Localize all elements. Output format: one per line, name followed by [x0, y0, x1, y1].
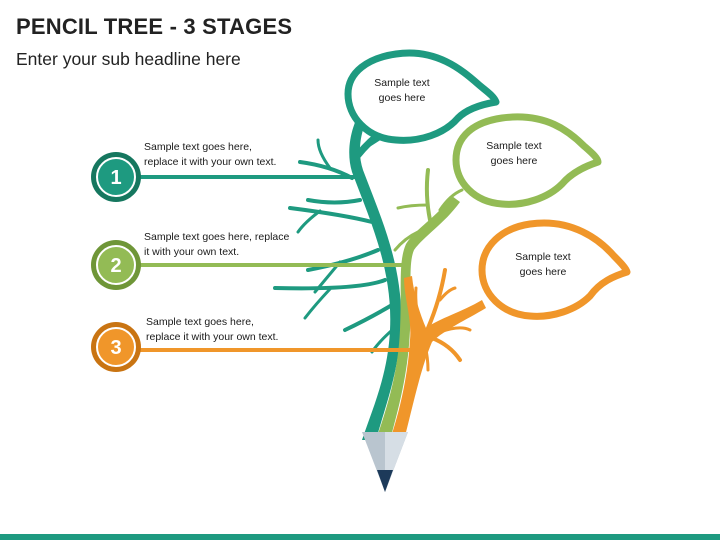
bubble-orange — [478, 219, 631, 320]
stage-1-text: Sample text goes here, replace it with y… — [144, 140, 276, 170]
bubble-teal-text: Sample text goes here — [358, 76, 446, 106]
page-title: PENCIL TREE - 3 STAGES — [16, 14, 293, 39]
teal-trunk — [349, 108, 402, 440]
pencil-tip-shade — [385, 432, 408, 492]
bubble-orange-line1: Sample text — [515, 251, 571, 263]
page-subtitle: Enter your sub headline here — [16, 49, 241, 69]
teal-branches — [273, 130, 400, 354]
bubble-teal-line1: Sample text — [374, 77, 430, 89]
pencil-lead — [377, 470, 393, 492]
bubble-green-line2: goes here — [490, 155, 538, 167]
stage-2-text-line1: Sample text goes here, replace — [144, 231, 290, 243]
stage-3-badge: 3 — [91, 322, 141, 372]
stage-2-badge: 2 — [91, 240, 141, 290]
stage-1-number: 1 — [110, 167, 121, 189]
bubble-orange-text: Sample text goes here — [499, 250, 587, 280]
stage-2-number: 2 — [110, 255, 121, 277]
stage-2-text: Sample text goes here, replace it with y… — [144, 230, 289, 260]
orange-trunk — [390, 276, 486, 440]
bottom-accent-bar — [0, 534, 720, 540]
stage-1-badge: 1 — [91, 152, 141, 202]
bubble-teal-line2: goes here — [378, 92, 426, 104]
stage-1-text-line2: replace it with your own text. — [144, 156, 277, 168]
stage-1-text-line1: Sample text goes here, — [144, 141, 252, 153]
stage-3-number: 3 — [110, 337, 121, 359]
green-trunk — [376, 196, 460, 440]
bubble-green-text: Sample text goes here — [470, 139, 558, 169]
stage-3-text: Sample text goes here, replace it with y… — [146, 315, 278, 345]
stage-2-text-line2: it with your own text. — [144, 246, 240, 258]
bubble-teal — [344, 49, 500, 144]
bubble-green-line1: Sample text — [486, 140, 542, 152]
bubble-green — [452, 113, 602, 208]
bubble-orange-line2: goes here — [519, 266, 567, 278]
stage-3-text-line2: replace it with your own text. — [146, 331, 279, 343]
stage-3-text-line1: Sample text goes here, — [146, 316, 254, 328]
